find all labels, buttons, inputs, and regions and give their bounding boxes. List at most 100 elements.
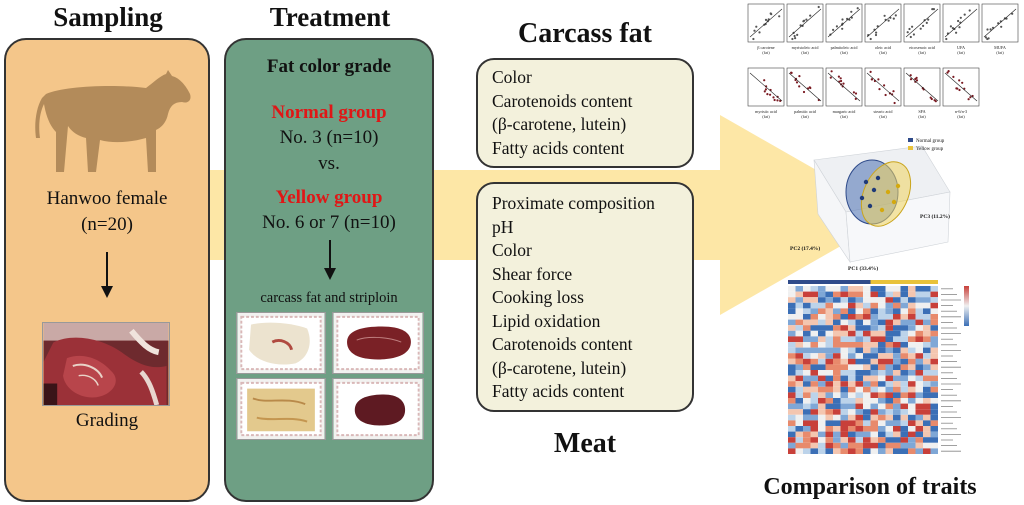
heatmap-cell <box>893 386 901 393</box>
heatmap-cell <box>803 414 811 421</box>
heatmap-cell <box>908 403 916 410</box>
heatmap-cell <box>855 297 863 303</box>
heatmap-cell <box>825 431 833 438</box>
correlation-panel <box>942 3 980 43</box>
heatmap-cell <box>825 336 833 342</box>
heatmap-cell <box>840 286 848 292</box>
heatmap-cell <box>803 330 811 337</box>
heatmap-cell <box>803 358 811 365</box>
heatmap-cell <box>915 409 923 415</box>
animal-count: (n=20) <box>81 214 133 235</box>
panel-label: β carotene <box>757 45 774 50</box>
heatmap-cell <box>840 358 848 365</box>
heatmap-cell <box>908 426 916 432</box>
heatmap-cell <box>795 409 803 415</box>
panel-label: myristoleic acid <box>792 45 820 50</box>
heatmap-cell <box>833 442 841 449</box>
heatmap-cell <box>840 297 848 303</box>
heatmap-cell <box>825 347 833 354</box>
heatmap-cell <box>803 302 811 309</box>
heatmap-cell <box>803 325 811 331</box>
heatmap-cell <box>900 314 908 320</box>
pca-legend-normal: Normal group <box>916 139 945 144</box>
heatmap-cell <box>893 375 901 382</box>
heatmap-cell <box>893 414 901 421</box>
heatmap-cell <box>923 375 931 382</box>
heatmap-cell <box>863 319 871 326</box>
heatmap-cell <box>833 375 841 382</box>
heatmap-cell <box>923 308 931 314</box>
heatmap-cell <box>870 314 878 320</box>
traits-heatmap <box>788 280 969 454</box>
heatmap-cell <box>885 302 893 309</box>
heatmap-cell <box>885 448 893 454</box>
heatmap-cell <box>810 325 818 331</box>
heatmap-cell <box>870 375 878 382</box>
heatmap-cell <box>825 426 833 432</box>
heatmap-cell <box>818 336 826 342</box>
heatmap-cell <box>788 314 796 320</box>
heatmap-cell <box>900 302 908 309</box>
heatmap-cell <box>878 297 886 303</box>
heatmap-cell <box>893 398 901 404</box>
heatmap-cell <box>878 353 886 359</box>
heatmap-cell <box>923 325 931 331</box>
heatmap-cell <box>825 442 833 449</box>
heatmap-cell <box>818 414 826 421</box>
heatmap-cell <box>915 403 923 410</box>
heatmap-cell <box>810 426 818 432</box>
heatmap-cell <box>810 291 818 298</box>
list-item: pH <box>492 216 514 237</box>
panel-label: palmitic acid <box>794 109 817 114</box>
heatmap-cell <box>915 426 923 432</box>
heatmap-cell <box>885 297 893 303</box>
heatmap-cell <box>923 297 931 303</box>
heatmap-cell <box>930 381 938 387</box>
heatmap-cell <box>893 448 901 454</box>
correlation-panel <box>786 67 824 107</box>
heatmap-cell <box>923 431 931 438</box>
heatmap-cell <box>908 370 916 376</box>
heatmap-cell <box>840 375 848 382</box>
panel-label: margaric acid <box>833 109 857 114</box>
heatmap-cell <box>788 398 796 404</box>
heatmap-cell <box>833 286 841 292</box>
heatmap-cell <box>893 431 901 438</box>
heatmap-cell <box>788 431 796 438</box>
heatmap-cell <box>900 403 908 410</box>
heatmap-cell <box>803 370 811 376</box>
panel-label-unit: (fat) <box>996 50 1004 55</box>
heatmap-cell <box>885 364 893 370</box>
heatmap-cell <box>795 319 803 326</box>
heatmap-cell <box>885 358 893 365</box>
heatmap-cell <box>870 437 878 443</box>
heatmap-cell <box>855 414 863 421</box>
heatmap-cell <box>840 448 848 454</box>
heatmap-cell <box>855 392 863 398</box>
heatmap-cell <box>825 420 833 426</box>
heatmap-cell <box>840 392 848 398</box>
heatmap-cell <box>908 364 916 370</box>
panel-label: oleic acid <box>875 45 892 50</box>
heatmap-cell <box>788 386 796 393</box>
heatmap-cell <box>833 291 841 298</box>
heatmap-cell <box>818 381 826 387</box>
heatmap-cell <box>855 364 863 370</box>
heatmap-cell <box>908 330 916 337</box>
heatmap-cell <box>900 381 908 387</box>
heatmap-cell <box>930 442 938 449</box>
list-item: Fatty acids content <box>492 381 625 401</box>
heatmap-cell <box>930 358 938 365</box>
cow-silhouette-icon <box>35 70 191 172</box>
heatmap-cell <box>863 314 871 320</box>
heatmap-cell <box>840 431 848 438</box>
heatmap-cell <box>923 347 931 354</box>
heatmap-cell <box>818 426 826 432</box>
heatmap-cell <box>833 297 841 303</box>
heatmap-cell <box>878 437 886 443</box>
heatmap-cell <box>855 314 863 320</box>
heatmap-cell <box>855 336 863 342</box>
heatmap-cell <box>855 347 863 354</box>
animal-label: Hanwoo female <box>46 188 168 209</box>
heatmap-cell <box>893 420 901 426</box>
